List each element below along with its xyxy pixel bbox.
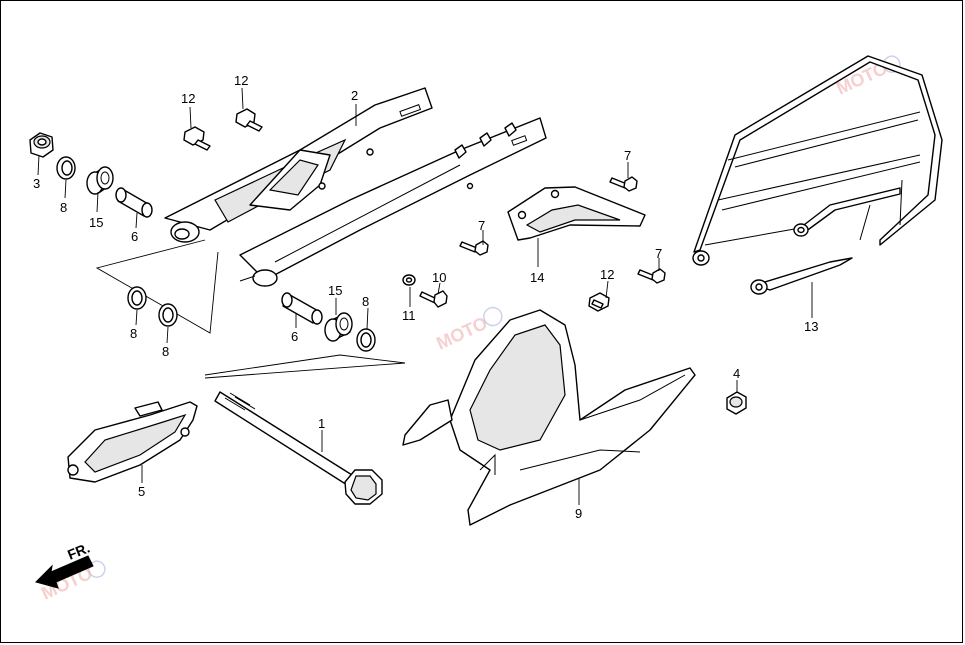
callout-11: 11 — [402, 308, 416, 323]
part-15-bearing-b — [324, 312, 353, 342]
part-9-rear-fender — [402, 309, 696, 526]
part-8-washer-c — [158, 303, 178, 327]
callout-3: 3 — [33, 176, 40, 191]
callout-labels: 3 8 15 6 2 12 12 8 8 6 15 8 11 10 7 7 7 … — [33, 73, 818, 521]
callout-7: 7 — [624, 148, 631, 163]
callout-12: 12 — [234, 73, 248, 88]
part-6-collar-a — [115, 187, 153, 218]
callout-15: 15 — [328, 283, 342, 298]
watermark-text: MOTO — [433, 313, 490, 354]
callout-8: 8 — [60, 200, 67, 215]
part-12-bolt-c — [588, 292, 610, 312]
callout-7: 7 — [655, 246, 662, 261]
callout-8: 8 — [130, 326, 137, 341]
callout-7: 7 — [478, 218, 485, 233]
callout-14: 14 — [530, 270, 544, 285]
part-3-nut — [29, 132, 54, 158]
part-7-bolt-b — [459, 240, 489, 256]
callout-12: 12 — [181, 91, 195, 106]
part-7-bolt-a — [609, 176, 638, 192]
part-12-bolt-a — [183, 126, 211, 151]
part-7-bolt-c — [637, 268, 666, 284]
callout-2: 2 — [351, 88, 358, 103]
callout-4: 4 — [733, 366, 740, 381]
assembly-guide-lines — [95, 239, 406, 379]
part-1-pivot-bolt — [214, 391, 383, 505]
callout-9: 9 — [575, 506, 582, 521]
part-6-collar-b — [281, 292, 323, 325]
callout-10: 10 — [432, 270, 446, 285]
part-8-washer-d — [356, 328, 376, 352]
part-15-bearing-a — [86, 166, 114, 195]
callout-6: 6 — [291, 329, 298, 344]
part-4-nut — [726, 391, 747, 415]
front-label: FR. — [65, 539, 92, 562]
part-5-chain-slider — [67, 401, 198, 483]
part-2-swingarm — [164, 87, 547, 287]
callout-6: 6 — [131, 229, 138, 244]
callout-leaders — [37, 87, 813, 505]
front-arrow-icon — [35, 555, 94, 589]
part-10-bolt — [419, 290, 448, 308]
callout-15: 15 — [89, 215, 103, 230]
front-direction-indicator: FR. — [35, 539, 94, 589]
part-14-chain-guard — [507, 186, 646, 241]
callout-13: 13 — [804, 319, 818, 334]
part-11-washer — [402, 274, 416, 286]
part-13-luggage-rack — [692, 55, 943, 295]
callout-1: 1 — [318, 416, 325, 431]
callout-12: 12 — [600, 267, 614, 282]
part-12-bolt-b — [235, 108, 263, 132]
callout-8: 8 — [162, 344, 169, 359]
part-8-washer-b — [127, 286, 147, 310]
callout-8: 8 — [362, 294, 369, 309]
part-8-washer-a — [56, 156, 76, 180]
callout-5: 5 — [138, 484, 145, 499]
